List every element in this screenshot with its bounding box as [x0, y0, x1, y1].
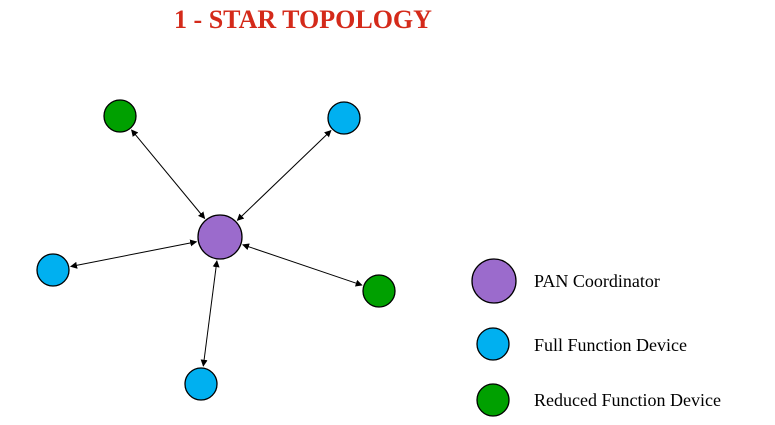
node-top-right-full-function-device: [327, 101, 361, 135]
link-center-left: [70, 239, 198, 269]
links-layer: [70, 129, 363, 367]
legend-item-full-function-device: Full Function Device: [476, 327, 687, 361]
legend: PAN Coordinator Full Function Device Red…: [471, 258, 721, 417]
link-center-top-right: [236, 130, 332, 221]
nodes-layer: [36, 99, 396, 401]
legend-item-reduced-function-device: Reduced Function Device: [476, 383, 721, 417]
link-center-right: [242, 243, 363, 287]
node-top-left-reduced-function-device: [103, 99, 137, 133]
node-bottom-full-function-device: [184, 367, 218, 401]
legend-reduced-function-device-label: Reduced Function Device: [534, 390, 721, 410]
node-right-reduced-function-device: [362, 274, 396, 308]
legend-pan-coordinator-swatch: [471, 258, 517, 304]
node-center-pan-coordinator: [197, 214, 243, 260]
node-left-full-function-device: [36, 253, 70, 287]
link-center-top-left: [131, 129, 206, 220]
legend-full-function-device-label: Full Function Device: [534, 335, 687, 355]
legend-item-pan-coordinator: PAN Coordinator: [471, 258, 660, 304]
diagram-title: 1 - STAR TOPOLOGY: [174, 5, 432, 34]
legend-full-function-device-swatch: [476, 327, 510, 361]
legend-pan-coordinator-label: PAN Coordinator: [534, 271, 660, 291]
link-center-bottom: [200, 260, 220, 367]
legend-reduced-function-device-swatch: [476, 383, 510, 417]
